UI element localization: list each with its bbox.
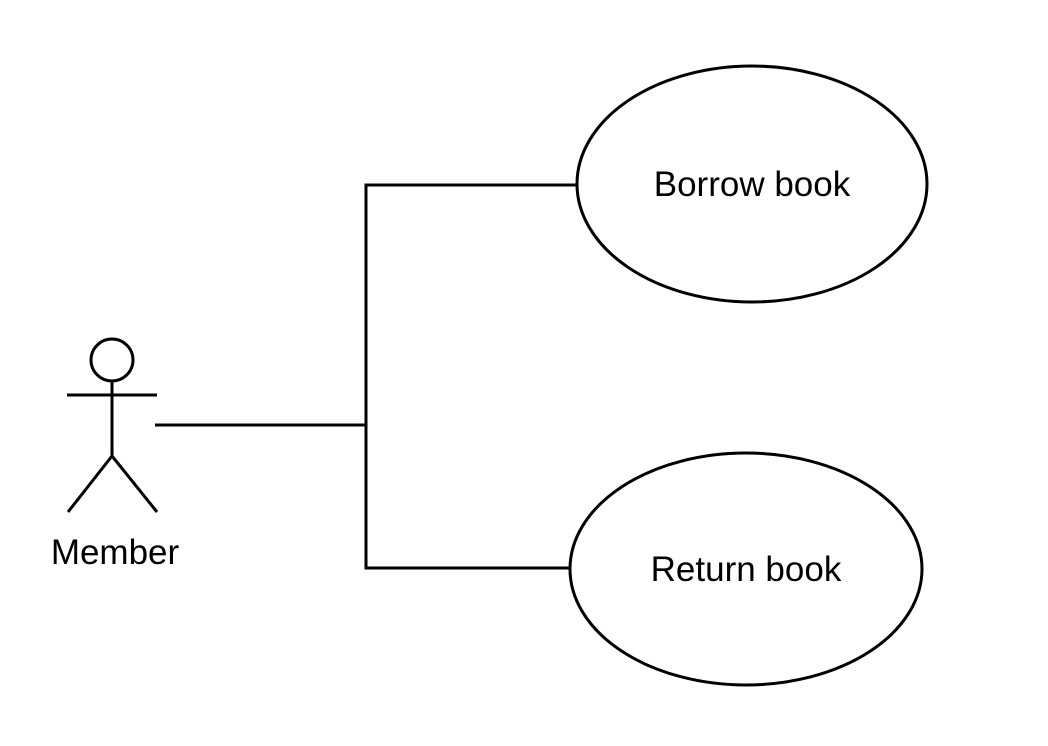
actor-right-leg-icon [110, 455, 159, 513]
actor-member[interactable]: Member [51, 337, 180, 572]
borrow-book-ellipse [575, 64, 929, 304]
association-member-borrow-book[interactable] [155, 183, 577, 427]
association-member-return-book[interactable] [364, 425, 570, 570]
actor-head-icon [89, 337, 135, 383]
use-case-return-book[interactable]: Return book [568, 451, 924, 687]
actor-label: Member [51, 533, 180, 572]
use-case-borrow-book[interactable]: Borrow book [575, 64, 929, 304]
use-case-borrow-book-label: Borrow book [654, 165, 851, 204]
actor-left-leg-icon [66, 455, 114, 513]
return-book-ellipse [568, 451, 924, 687]
use-case-return-book-label: Return book [651, 550, 842, 589]
